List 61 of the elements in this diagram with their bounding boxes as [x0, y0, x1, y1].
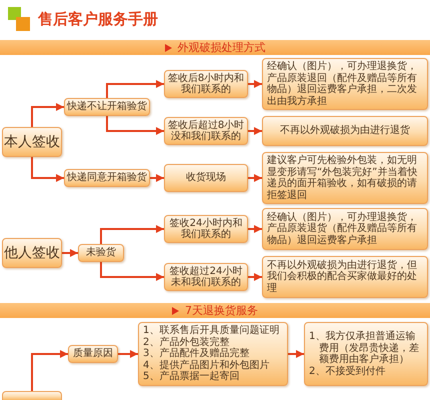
step-box — [78, 244, 124, 262]
step-box — [164, 263, 248, 291]
step-text: 快递同意开箱验货 — [67, 172, 147, 184]
list-item-text: 4、提供产品图片和外包图片 — [143, 360, 270, 371]
step-box — [164, 164, 248, 192]
arrow — [100, 262, 164, 281]
list-item-text: 1、我方仅承担普通运输费用（发昂贵快递，差额费用由客户承担） — [309, 331, 420, 366]
arrow — [118, 350, 138, 358]
start-box — [2, 238, 62, 268]
section-heading: 7天退换货服务 — [185, 305, 258, 316]
result-text: 不再以外观破损为由进行退货，但我们会积极的配合买家做最好的处理 — [267, 260, 418, 294]
arrow — [150, 174, 164, 182]
list-item-text: 1、联系售后开具质量问题证明 — [143, 325, 280, 336]
result-text: 不再以外观破损为由进行退货 — [280, 125, 410, 137]
arrow — [100, 225, 164, 244]
step-text: 未验货 — [85, 247, 117, 259]
arrow — [31, 103, 64, 127]
list-item-text: 2、不接受到付件 — [309, 366, 386, 377]
section-band — [0, 40, 430, 55]
arrow — [248, 273, 262, 281]
step-text: 本人签收 — [4, 133, 60, 151]
list-box — [138, 322, 288, 386]
section-heading: 外观破损处理方式 — [178, 42, 266, 53]
step-text: 签收后8小时内和我们联系的 — [167, 72, 245, 96]
arrow — [248, 225, 262, 233]
result-box — [262, 58, 428, 110]
arrow — [62, 249, 78, 257]
result-text: 建议客户可先检验外包装，如无明显变形请写“外包装完好”并当着快递员的面开箱验收，如有破损的请拒签退回 — [267, 155, 418, 201]
list-item-text: 3、产品配件及赠品完整 — [143, 348, 250, 360]
arrow — [106, 80, 164, 98]
step-text: 质量原因 — [72, 348, 114, 360]
step-text: 签收超过24小时未和我们联系的 — [168, 266, 244, 288]
result-text: 经确认（图片），可办理退换货，产品原装退回（配件及赠品等所有物品）退回运费客户承担，二次发出由我方承担 — [267, 61, 418, 107]
arrow — [248, 174, 262, 182]
step-box — [164, 215, 248, 243]
list-box — [304, 322, 428, 386]
step-box — [2, 391, 62, 400]
step-box — [64, 169, 150, 187]
step-box — [68, 345, 118, 363]
step-box — [64, 98, 150, 116]
result-box — [262, 152, 428, 204]
step-text: 快递不让开箱验货 — [67, 101, 147, 113]
result-text: 经确认（图片），可办理退换货，产品原装退货（配件及赠品等所有物品）退回运费客户承担 — [267, 212, 418, 246]
section-band — [0, 303, 430, 318]
arrow — [288, 350, 304, 358]
arrow — [106, 116, 164, 135]
list-item-text: 2、产品外包装完整 — [143, 336, 230, 348]
result-box — [262, 256, 428, 298]
step-text: 签收24小时内和我们联系的 — [168, 218, 244, 240]
list-item-text: 5、产品票据一起寄回 — [143, 371, 240, 383]
page-title: 售后客户服务手册 — [38, 10, 158, 28]
step-text: 签收后超过8小时没和我们联系的 — [167, 120, 245, 142]
result-box — [262, 208, 428, 250]
step-text: 收货现场 — [185, 172, 227, 184]
arrow — [31, 157, 64, 182]
arrow — [248, 80, 262, 88]
step-text: 他人签收 — [4, 244, 60, 262]
start-box — [2, 127, 62, 157]
arrow — [31, 350, 68, 391]
result-box — [262, 116, 428, 146]
arrow — [248, 127, 262, 135]
